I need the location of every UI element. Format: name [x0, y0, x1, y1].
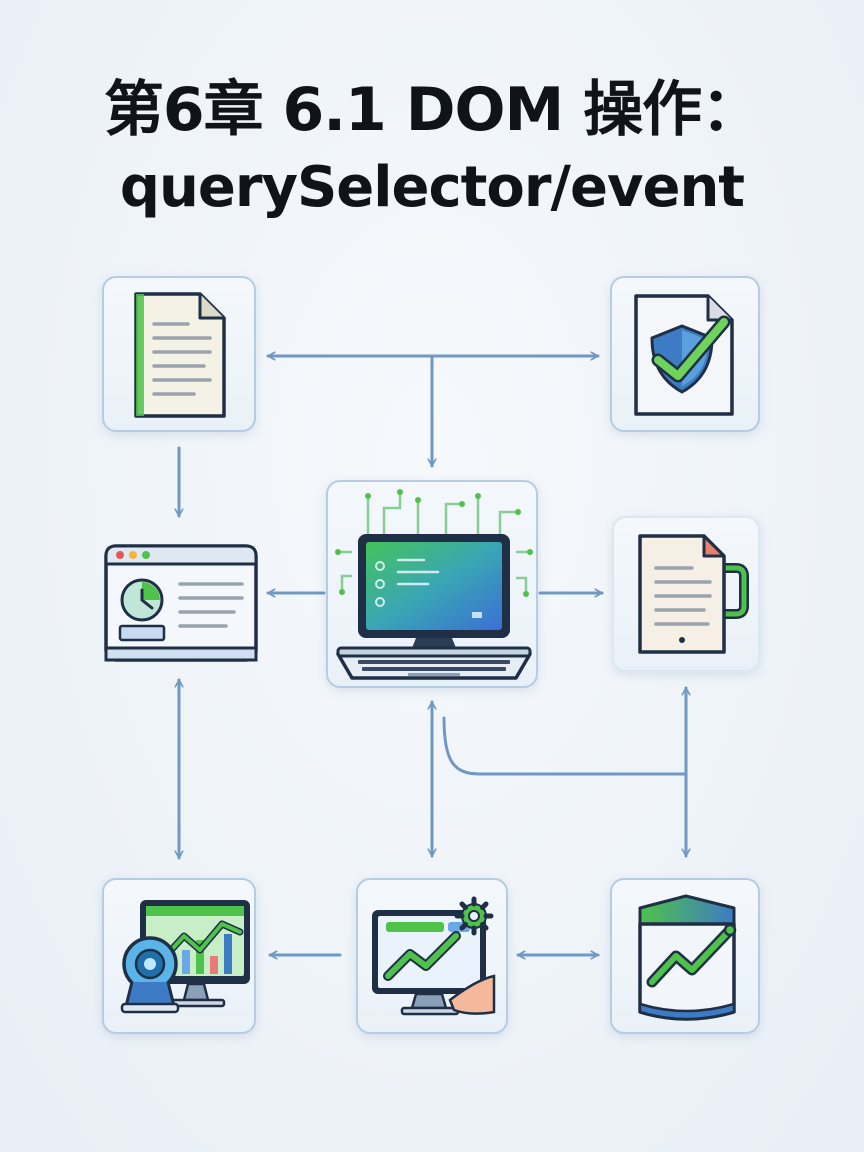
shield-check-document-icon: [634, 294, 734, 416]
screen-growth-gear-icon: [372, 896, 496, 1016]
browser-window-icon: [104, 544, 258, 662]
node-document-mug: [612, 516, 760, 672]
node-box-growth: [610, 878, 760, 1034]
monitor-chart-webcam-icon: [120, 900, 250, 1014]
title-line-2: querySelector/event: [119, 155, 745, 220]
node-secure-document: [610, 276, 760, 432]
document-mug-icon: [638, 534, 749, 654]
laptop-circuit-icon: [335, 489, 533, 680]
document-icon: [134, 292, 226, 418]
title-line-1: 第6章 6.1 DOM 操作：: [103, 75, 761, 145]
arrow-branch-to-document-mug: [442, 686, 686, 776]
node-screen-growth: [356, 878, 508, 1034]
box-growth-icon: [638, 894, 737, 1021]
node-monitor-analytics: [102, 878, 256, 1034]
node-laptop: [326, 480, 538, 688]
node-browser-window: [102, 518, 258, 664]
node-document: [102, 276, 256, 432]
